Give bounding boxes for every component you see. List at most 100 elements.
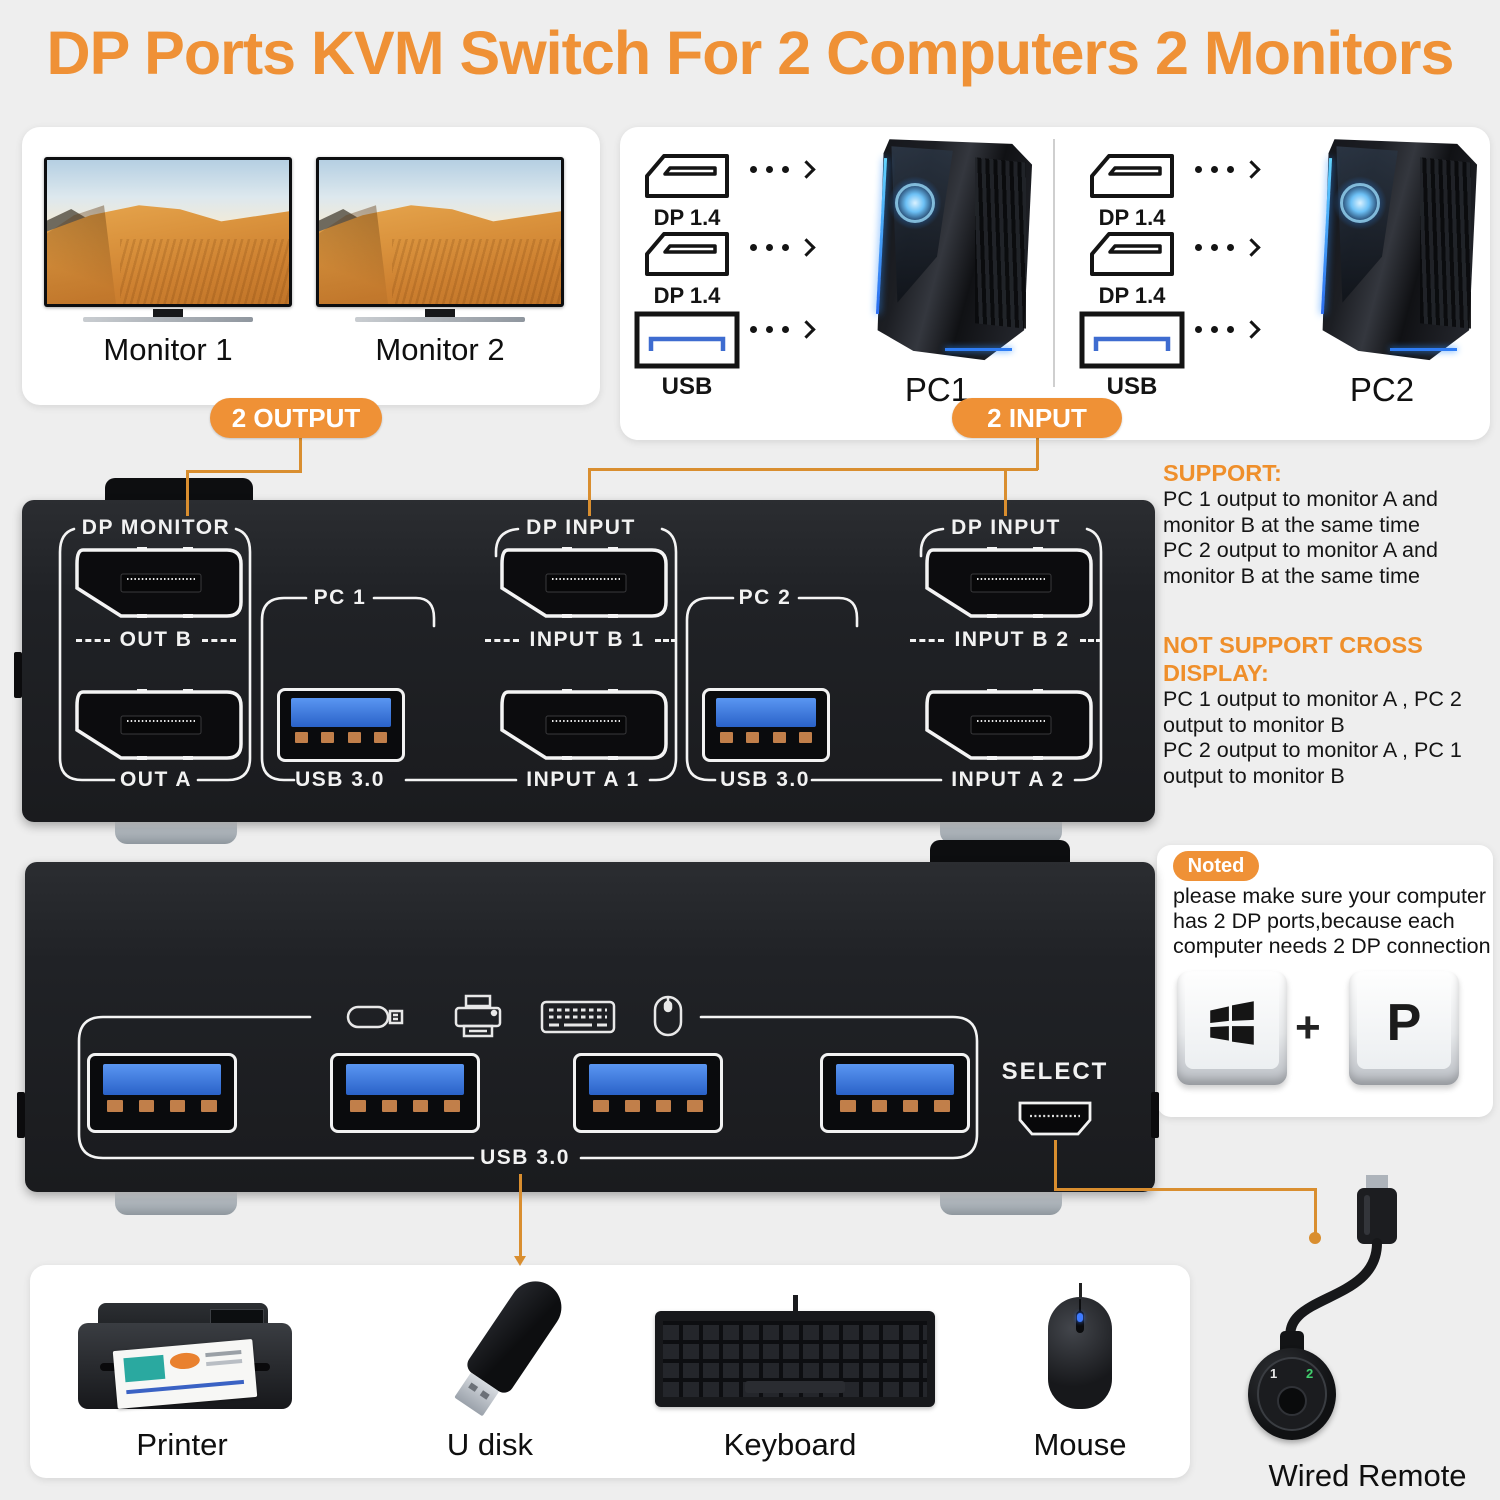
- dp-port-icon: [1087, 151, 1177, 206]
- dp-input-b1-port: [500, 547, 668, 618]
- wired-remote-label: Wired Remote: [1268, 1458, 1467, 1493]
- usb-tongue: [835, 1064, 955, 1096]
- dp-monitor-label: DP MONITOR: [81, 516, 231, 539]
- usb-tongue: [715, 698, 817, 728]
- mouse-label: Mouse: [1033, 1427, 1127, 1462]
- pc2-group-label: PC 2: [738, 586, 792, 609]
- out-b-label-row: OUT B: [58, 628, 254, 652]
- usb-label: USB: [1106, 373, 1158, 400]
- dp-input-1-label: DP INPUT: [526, 516, 636, 539]
- p-key-letter: P: [1386, 994, 1422, 1052]
- dp-input-a1-port: [500, 689, 668, 760]
- wired-remote-image: 1 2: [1248, 1348, 1336, 1440]
- pc2-tower-image: [1283, 137, 1481, 367]
- front-usb3-port-3: [573, 1053, 723, 1133]
- remote-cable: [1280, 1175, 1397, 1359]
- dotted-arrow-icon: [750, 320, 816, 339]
- monitors-card: Monitor 1 Monitor 2: [22, 127, 600, 405]
- printer-icon: [454, 994, 502, 1038]
- usb-tongue: [345, 1064, 465, 1096]
- dp-port-icon: [642, 151, 732, 206]
- dash-line: [1079, 638, 1102, 642]
- dp14-label: DP 1.4: [1098, 283, 1166, 308]
- noted-text-line: has 2 DP ports,because each: [1173, 909, 1455, 933]
- monitor-stand-base: [355, 317, 525, 322]
- rgb-fan: [1330, 173, 1389, 232]
- device-foot-top: [930, 840, 1070, 864]
- pc1-tower-image: [838, 137, 1036, 367]
- dotted-arrow-icon: [750, 160, 816, 179]
- dash-line: [75, 638, 110, 642]
- dotted-arrow-icon: [1195, 238, 1261, 257]
- monitor-stand-base: [83, 317, 253, 322]
- support-line: PC 1 output to monitor A , PC 2: [1163, 687, 1462, 711]
- side-button: [14, 652, 22, 698]
- output-line: [186, 470, 189, 516]
- dp-out-a-port: [75, 689, 243, 760]
- dash-line: [485, 638, 520, 642]
- usb3-port-pc1: [277, 688, 405, 762]
- dash-line: [654, 638, 677, 642]
- output-badge: 2 OUTPUT: [210, 398, 382, 438]
- panel-bracket: [77, 1015, 979, 1160]
- support-line: PC 2 output to monitor A and: [1163, 538, 1438, 562]
- select-line: [1314, 1188, 1317, 1236]
- support-line: output to monitor B: [1163, 712, 1345, 737]
- windows-icon: [1210, 1001, 1254, 1045]
- keyboard-image: [655, 1295, 935, 1410]
- input-b2-label: INPUT B 2: [954, 628, 1070, 651]
- p-key: P: [1349, 971, 1459, 1085]
- dp-port-icon: [642, 229, 732, 284]
- front-usb3-port-1: [87, 1053, 237, 1133]
- page-title: DP Ports KVM Switch For 2 Computers 2 Mo…: [46, 19, 1455, 87]
- monitor-stand: [153, 309, 183, 317]
- kvm-rear-panel: DP MONITOR DP INPUT DP INPUT PC 1 PC 2: [22, 500, 1155, 822]
- monitor-stand: [425, 309, 455, 317]
- output-line: [299, 438, 302, 472]
- not-support-block: NOT SUPPORT CROSS DISPLAY: PC 1 output t…: [1163, 631, 1500, 789]
- dp-input-a2-port: [925, 689, 1093, 760]
- usb-plug-icon: [634, 311, 740, 374]
- input-line: [588, 468, 1038, 471]
- mouse-image: [1040, 1283, 1120, 1418]
- device-foot: [115, 818, 237, 844]
- support-line: output to monitor B: [1163, 763, 1345, 788]
- dp14-label: DP 1.4: [653, 283, 721, 308]
- support-line: PC 1 output to monitor A and: [1163, 487, 1438, 511]
- dash-line: [910, 638, 945, 642]
- input-a2-label: INPUT A 2: [951, 768, 1065, 791]
- monitor-1-image: [44, 157, 292, 307]
- printer-label: Printer: [136, 1427, 228, 1462]
- select-line-end: [1309, 1232, 1321, 1244]
- front-usb3-port-4: [820, 1053, 970, 1133]
- input-b1-label-row: INPUT B 1: [470, 628, 692, 652]
- support-line: monitor B at the same time: [1163, 512, 1420, 537]
- out-a-label: OUT A: [119, 768, 193, 791]
- udisk-label: U disk: [446, 1427, 534, 1462]
- noted-text-line: computer needs 2 DP connection: [1173, 934, 1491, 958]
- support-line: monitor B at the same time: [1163, 563, 1420, 588]
- dp-input-b2-port: [925, 547, 1093, 618]
- input-badge: 2 INPUT: [952, 398, 1122, 438]
- input-line: [588, 468, 591, 516]
- desert-wallpaper: [47, 160, 289, 304]
- not-support-header: NOT SUPPORT CROSS DISPLAY:: [1163, 632, 1423, 686]
- monitor-1-label: Monitor 1: [103, 332, 233, 367]
- remote-button-2-label: 2: [1306, 1366, 1314, 1381]
- pc1-group-label: PC 1: [313, 586, 367, 609]
- desert-wallpaper: [319, 160, 561, 304]
- usb-stick-icon: [346, 1005, 404, 1029]
- dp14-label: DP 1.4: [1098, 205, 1166, 230]
- output-line: [186, 470, 302, 473]
- dp-input-2-label: DP INPUT: [951, 516, 1061, 539]
- dotted-arrow-icon: [1195, 160, 1261, 179]
- peripherals-card: Printer U disk Keyboard: [30, 1265, 1190, 1478]
- usb-tongue: [102, 1064, 222, 1096]
- input-a1-label: INPUT A 1: [526, 768, 640, 791]
- dotted-arrow-icon: [750, 238, 816, 257]
- kvm-front-panel: USB 3.0 SELECT: [25, 862, 1155, 1192]
- mouse-icon: [653, 995, 683, 1037]
- noted-card: Noted please make sure your computer has…: [1157, 845, 1493, 1117]
- dash-line: [202, 638, 237, 642]
